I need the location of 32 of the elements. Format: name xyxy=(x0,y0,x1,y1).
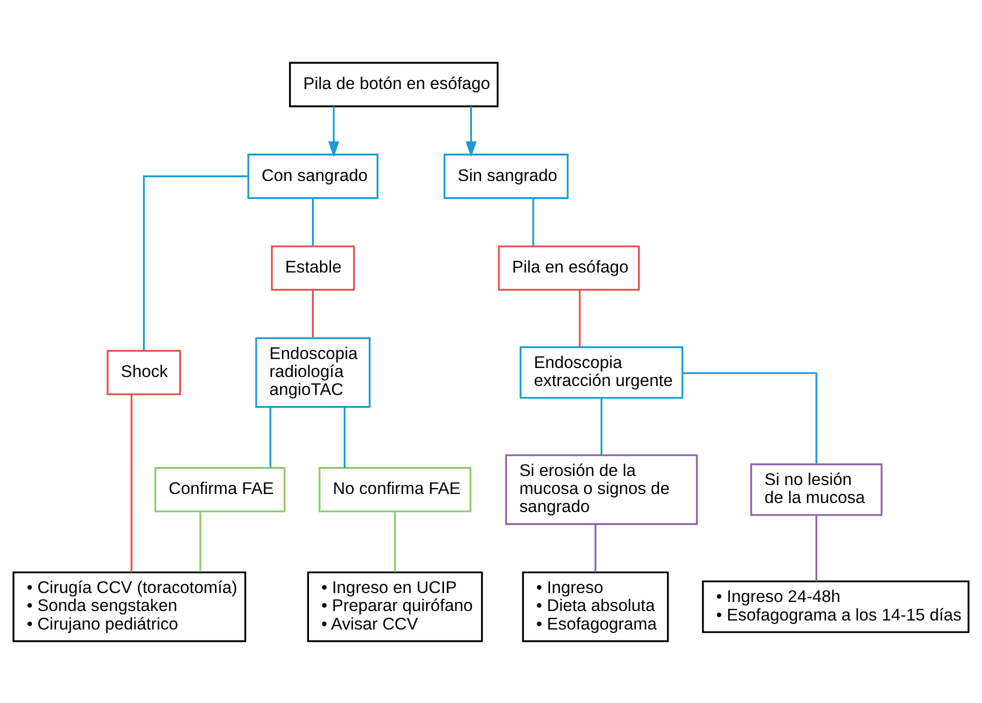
node-box: Shock xyxy=(106,349,181,395)
node-box: Sin sangrado xyxy=(444,153,569,198)
node-box: • Ingreso • Dieta absoluta • Esofagograma xyxy=(522,570,669,642)
connector xyxy=(312,198,314,246)
connector xyxy=(394,511,396,572)
node-box: Pila en esófago xyxy=(498,244,640,290)
node-box: • Cirugía CCV (toracotomía) • Sonda sengstaken • Cirujano pediátrico xyxy=(12,570,246,642)
node-box: Confirma FAE xyxy=(154,466,286,512)
node-box: • Ingreso 24-48h • Esofagograma a los 14-15 días xyxy=(702,580,970,633)
connector xyxy=(682,372,818,464)
connector xyxy=(578,290,581,347)
connector xyxy=(142,174,248,350)
connector xyxy=(600,397,602,454)
connector xyxy=(344,406,346,468)
connector xyxy=(130,394,132,572)
connector xyxy=(594,524,596,572)
node-box: Endoscopia extracción urgente xyxy=(520,346,684,398)
arrow xyxy=(328,106,340,157)
node-box: Con sangrado xyxy=(247,153,378,198)
node-box: No confirma FAE xyxy=(318,466,472,512)
connector xyxy=(269,406,272,468)
connector xyxy=(532,198,534,246)
node-box: Pila de botón en esófago xyxy=(289,61,499,107)
connector xyxy=(312,290,314,338)
node-box: Estable xyxy=(270,244,355,290)
node-box: Si erosión de la mucosa o signos de sangrado xyxy=(505,454,698,524)
node-box: Si no lesión de la mucosa xyxy=(750,462,882,516)
connector xyxy=(199,511,202,572)
connector xyxy=(815,514,818,581)
node-box: Endoscopia radiología angioTAC xyxy=(255,336,371,408)
arrow xyxy=(466,106,477,157)
node-box: • Ingreso en UCIP • Preparar quirófano • Avisar CCV xyxy=(307,570,483,642)
